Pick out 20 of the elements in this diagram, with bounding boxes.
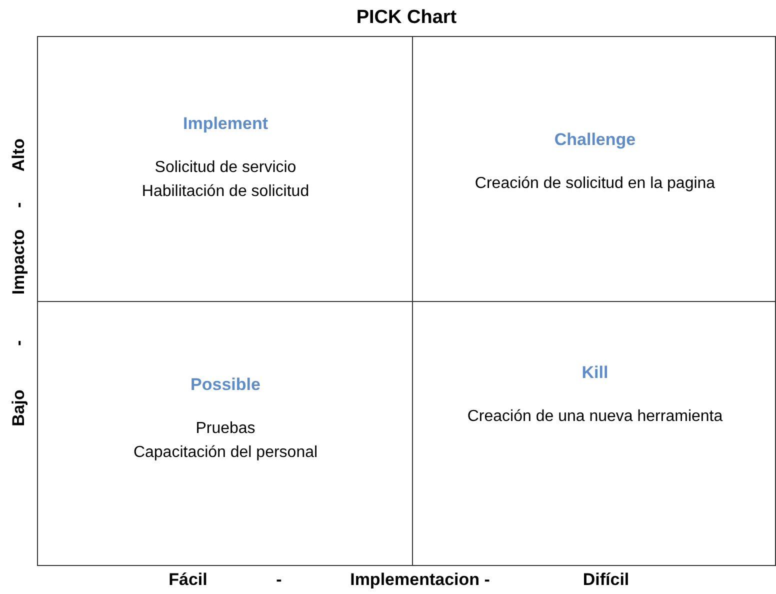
quadrant-item: Habilitación de solicitud	[142, 182, 310, 202]
quadrant-heading: Possible	[190, 374, 260, 396]
axis-label: Difícil	[582, 570, 630, 590]
axis-label: Bajo	[9, 390, 29, 426]
axis-label: Impacto	[9, 229, 29, 295]
chart-title: PICK Chart	[355, 6, 458, 30]
quadrant-heading: Implement	[182, 113, 268, 135]
quadrant-heading: Kill	[582, 362, 608, 384]
quadrant-item: Creación de una nueva herramienta	[467, 407, 723, 427]
axis-label: Implementacion -	[350, 570, 490, 590]
axis-label: -	[276, 570, 282, 590]
axis-label: -	[9, 340, 29, 346]
axis-label: Fácil	[168, 570, 208, 590]
axis-label: Alto	[9, 138, 29, 172]
quadrant-item: Solicitud de servicio	[154, 158, 296, 178]
quadrant-heading: Challenge	[554, 129, 636, 151]
axis-label: -	[9, 202, 29, 208]
quadrant-item: Pruebas	[196, 419, 256, 439]
quadrant-item: Capacitación del personal	[133, 443, 318, 463]
quadrant-item: Creación de solicitud en la pagina	[474, 174, 716, 194]
